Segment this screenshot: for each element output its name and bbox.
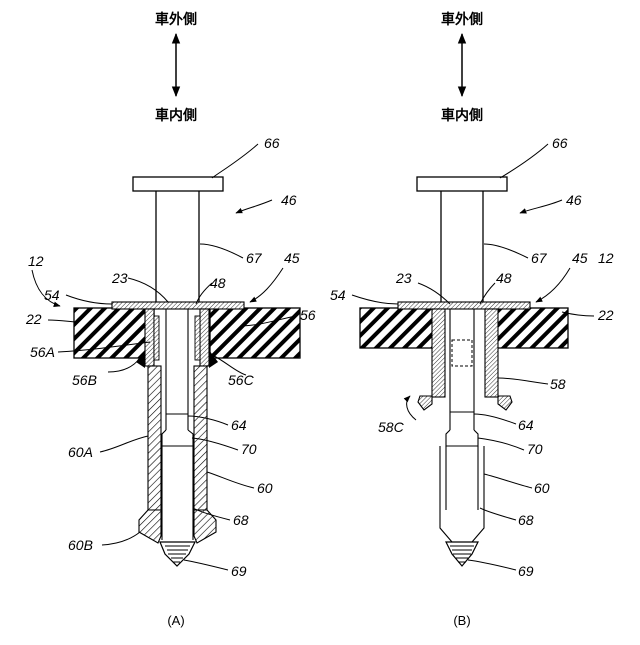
label-45: 45: [284, 250, 300, 266]
tube-sleeve: [139, 366, 216, 543]
grommet-flange: [398, 302, 530, 309]
label-66: 66: [552, 135, 568, 151]
direction-indicator: 車外側 車内側: [155, 11, 197, 123]
label-54: 54: [330, 287, 346, 303]
grommet-body: [136, 309, 218, 368]
label-58: 58: [550, 376, 566, 392]
label-64: 64: [518, 417, 534, 433]
label-68: 68: [233, 512, 249, 528]
direction-bottom-label: 車内側: [155, 107, 197, 123]
pin-head: [417, 177, 507, 191]
label-67: 67: [246, 250, 263, 266]
label-66: 66: [264, 135, 280, 151]
direction-top-label: 車外側: [441, 11, 483, 27]
label-54: 54: [44, 287, 60, 303]
panel-b: 車外側 車内側: [330, 11, 614, 628]
label-22: 22: [25, 311, 42, 327]
panel-a: 車外側 車内側: [25, 11, 316, 628]
label-60B: 60B: [68, 537, 93, 553]
label-46: 46: [281, 192, 297, 208]
direction-indicator: 車外側 車内側: [441, 11, 483, 123]
label-45: 45: [572, 250, 588, 266]
label-60: 60: [534, 480, 550, 496]
panel-caption: (A): [167, 613, 184, 628]
label-64: 64: [231, 417, 247, 433]
label-46: 46: [566, 192, 582, 208]
label-69: 69: [518, 563, 534, 579]
label-69: 69: [231, 563, 247, 579]
direction-top-label: 車外側: [155, 11, 197, 27]
label-56C: 56C: [228, 372, 255, 388]
label-12: 12: [598, 250, 614, 266]
label-60A: 60A: [68, 444, 93, 460]
label-48: 48: [496, 270, 512, 286]
label-56: 56: [300, 307, 316, 323]
leader-lines: [352, 144, 594, 570]
label-60: 60: [257, 480, 273, 496]
label-23: 23: [395, 270, 412, 286]
grommet-body: [418, 309, 512, 410]
label-67: 67: [531, 250, 548, 266]
inner-shank: [162, 309, 193, 540]
inner-shank: [440, 309, 484, 542]
label-70: 70: [241, 441, 257, 457]
label-56B: 56B: [72, 372, 97, 388]
panel-member: [74, 308, 300, 358]
panel-member: [360, 308, 568, 348]
direction-bottom-label: 車内側: [441, 107, 483, 123]
pin-head: [133, 177, 223, 191]
label-70: 70: [527, 441, 543, 457]
label-12: 12: [28, 253, 44, 269]
panel-caption: (B): [453, 613, 470, 628]
label-23: 23: [111, 270, 128, 286]
label-56A: 56A: [30, 344, 55, 360]
label-22: 22: [597, 307, 614, 323]
label-58C: 58C: [378, 419, 405, 435]
label-48: 48: [210, 275, 226, 291]
grommet-flange: [112, 302, 244, 309]
label-68: 68: [518, 512, 534, 528]
